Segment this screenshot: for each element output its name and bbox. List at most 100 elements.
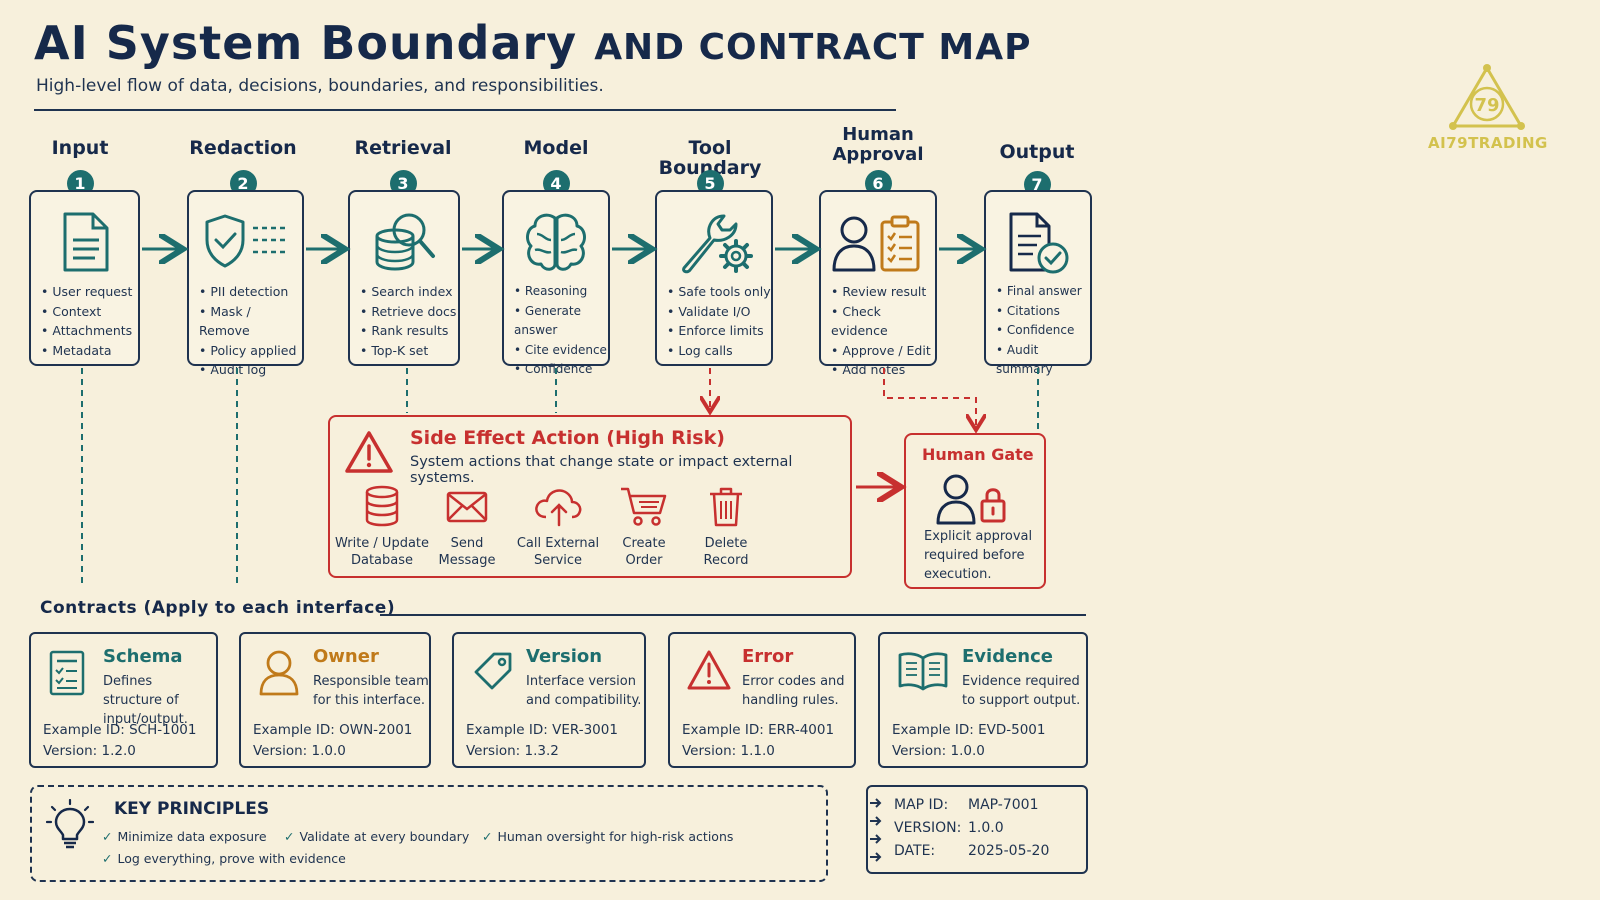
bullet: Mask / Remove: [199, 302, 302, 341]
card-version-label: Version:: [892, 743, 947, 759]
key-principles-title: Key Principles: [114, 799, 270, 819]
bullet: Log calls: [667, 341, 771, 361]
stage-box-human-approval: Review result Check evidence Approve / E…: [819, 190, 937, 377]
card-version-label: Version:: [253, 743, 308, 759]
form-icon: [49, 650, 85, 696]
stage-label-input: Input: [51, 137, 109, 159]
map-date-value: 2025-05-20: [968, 843, 1050, 859]
card-id-label: Example ID:: [253, 722, 335, 738]
card-meta: Example ID: EVD-5001 Version: 1.0.0: [892, 720, 1045, 762]
card-title: Error: [742, 646, 794, 667]
stage-label-retrieval: Retrieval: [354, 137, 452, 159]
bullet: PII detection: [199, 282, 302, 302]
card-title: Schema: [103, 646, 183, 667]
card-description: Evidence required to support output.: [962, 674, 1081, 708]
side-effect-description: System actions that change state or impa…: [410, 454, 793, 486]
logo-badge-text: 79: [1474, 95, 1499, 116]
card-description: Responsible team for this interface.: [313, 674, 429, 708]
contract-card-owner: Owner Responsible team for this interfac…: [239, 632, 431, 768]
map-version-row: VERSION:1.0.0: [894, 820, 1004, 836]
action-label: Create Order: [622, 536, 666, 568]
cart-icon: [621, 487, 667, 526]
stage-label-redaction: Redaction: [189, 137, 297, 159]
bullet: Add notes: [831, 360, 935, 380]
bullet: Approve / Edit: [831, 341, 935, 361]
map-info-panel: MAP ID:MAP-7001 VERSION:1.0.0 DATE: 2025-…: [866, 785, 1088, 874]
brand-logo: 79 AI79TRADING: [1428, 62, 1547, 162]
action-label: Delete Record: [703, 536, 749, 568]
card-version-label: Version:: [682, 743, 737, 759]
card-id-label: Example ID:: [466, 722, 548, 738]
card-meta: Example ID: VER-3001 Version: 1.3.2: [466, 720, 618, 762]
check-icon: ✓: [102, 829, 113, 844]
card-version: 1.1.0: [740, 743, 775, 759]
map-version-label: VERSION:: [894, 820, 962, 836]
human-gate-text: Explicit approval required before execut…: [924, 529, 1033, 582]
bullet: User request: [41, 282, 132, 302]
action-create-order: Create Order: [608, 485, 680, 569]
card-meta: Example ID: SCH-1001 Version: 1.2.0: [43, 720, 196, 762]
stage-box-tool-boundary: Safe tools only Validate I/O Enforce lim…: [655, 190, 773, 366]
stage-label-model: Model: [523, 137, 589, 159]
card-title: Owner: [313, 646, 379, 667]
bullet: Metadata: [41, 341, 132, 361]
page-title: AI System Boundary and contract map: [34, 16, 1031, 70]
card-id: ERR-4001: [768, 722, 835, 738]
principle-item: ✓ Human oversight for high-risk actions: [482, 829, 733, 844]
action-call-external-service: Call External Service: [508, 485, 608, 569]
contract-card-version: Version Interface version and compatibil…: [452, 632, 646, 768]
stage-box-input: User request Context Attachments Metadat…: [29, 190, 140, 366]
map-date-label: DATE:: [894, 843, 936, 859]
contract-card-error: Error Error codes and handling rules. Ex…: [668, 632, 856, 768]
card-version: 1.2.0: [101, 743, 136, 759]
principle-text: Log everything, prove with evidence: [117, 851, 346, 866]
principle-item: ✓ Log everything, prove with evidence: [102, 851, 346, 866]
human-gate-title: Human Gate: [922, 445, 1034, 464]
bullet: Top-K set: [360, 341, 456, 361]
bullet: Reasoning: [514, 282, 608, 302]
shield-check-icon: [205, 214, 287, 268]
map-id-row: MAP ID:MAP-7001: [894, 797, 1038, 813]
title-divider: [34, 109, 896, 111]
tag-icon: [474, 652, 512, 690]
stage-bullets: Reasoning Generate answer Cite evidence …: [514, 282, 608, 380]
side-effect-title: Side Effect Action (High Risk): [410, 427, 725, 449]
card-version-label: Version:: [466, 743, 521, 759]
card-description: Error codes and handling rules.: [742, 674, 845, 708]
card-id-label: Example ID:: [43, 722, 125, 738]
approval-link: [883, 368, 976, 428]
action-send-message: Send Message: [428, 485, 506, 569]
principle-text: Minimize data exposure: [117, 829, 267, 844]
bullet: Confidence: [514, 360, 608, 380]
database-icon: [365, 485, 399, 527]
stage-bullets: Search index Retrieve docs Rank results …: [360, 282, 456, 360]
stage-box-output: Final answer Citations Confidence Audit …: [984, 190, 1092, 376]
title-main: AI System Boundary: [34, 16, 578, 70]
card-id: EVD-5001: [978, 722, 1046, 738]
check-icon: ✓: [482, 829, 493, 844]
bullet: Search index: [360, 282, 456, 302]
bullet: Cite evidence: [514, 341, 608, 361]
bullet: Validate I/O: [667, 302, 771, 322]
bullet: Retrieve docs: [360, 302, 456, 322]
card-id: SCH-1001: [129, 722, 197, 738]
human-gate-panel: Human Gate Explicit approval required be…: [904, 433, 1046, 589]
cloud-upload-icon: [535, 489, 582, 527]
bullet: Safe tools only: [667, 282, 770, 302]
principle-item: ✓ Minimize data exposure: [102, 829, 267, 844]
side-effect-panel: Side Effect Action (High Risk) System ac…: [328, 415, 852, 578]
bullet: Confidence: [996, 321, 1090, 341]
bullet: Citations: [996, 302, 1090, 322]
envelope-icon: [446, 491, 488, 523]
check-icon: ✓: [102, 851, 113, 866]
stage-box-retrieval: Search index Retrieve docs Rank results …: [348, 190, 460, 366]
card-version-label: Version:: [43, 743, 98, 759]
trash-icon: [710, 487, 742, 527]
stage-box-model: Reasoning Generate answer Cite evidence …: [502, 190, 610, 376]
action-label: Send Message: [438, 536, 496, 568]
principle-text: Human oversight for high-risk actions: [497, 829, 734, 844]
logo-emblem-icon: 79: [1449, 64, 1525, 130]
bullet: Audit log: [199, 360, 302, 380]
principle-text: Validate at every boundary: [299, 829, 470, 844]
lightbulb-icon: [46, 799, 94, 849]
